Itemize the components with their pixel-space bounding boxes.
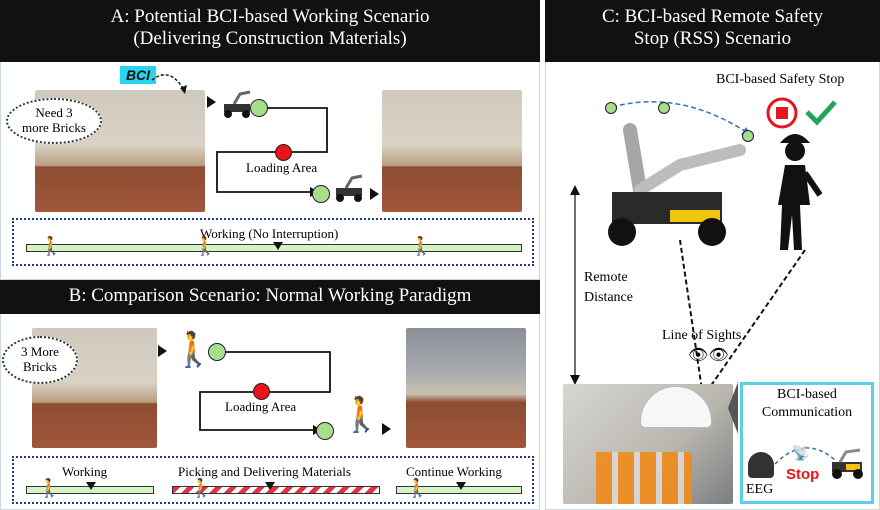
carrying-worker-icon: 🚶 — [340, 397, 383, 434]
lines-of-sight — [679, 239, 806, 391]
panel-b-header: B: Comparison Scenario: Normal Working P… — [0, 280, 540, 314]
worker-icon-a2: 🚶 — [194, 236, 217, 256]
safety-stop-label: BCI-based Safety Stop — [716, 72, 845, 87]
eyes-icon: 👁👁 — [688, 347, 729, 364]
timeline-b-working-label: Working — [62, 464, 108, 479]
loading-area-dot — [275, 144, 292, 161]
timeline-b-marker-1 — [86, 482, 96, 490]
panel-a-title-line1: A: Potential BCI-based Working Scenario — [110, 6, 430, 27]
worker-icon-b3: 🚶 — [406, 478, 429, 498]
arrow-to-worker — [158, 345, 167, 357]
panel-c-title-line1: C: BCI-based Remote Safety — [601, 6, 824, 27]
arrow-to-continue — [382, 423, 391, 435]
loading-area-label-b: Loading Area — [225, 399, 297, 414]
stop-button-icon — [766, 97, 798, 129]
checkmark-icon — [805, 100, 837, 126]
panel-c-header: C: BCI-based Remote Safety Stop (RSS) Sc… — [545, 0, 880, 62]
small-robot-icon — [832, 448, 863, 479]
timeline-b-picking-label: Picking and Delivering Materials — [178, 464, 351, 479]
timeline-b-bar-picking — [172, 486, 380, 494]
more-bricks-cloud: 3 More Bricks — [2, 336, 78, 384]
timeline-b-continue-label: Continue Working — [406, 464, 502, 479]
worker-continue-photo — [406, 328, 526, 448]
panel-c-title-line2: Stop (RSS) Scenario — [633, 27, 792, 49]
bci-curved-arrow — [151, 74, 187, 94]
robot-delivering-photo — [382, 90, 522, 212]
worker-icon-b1: 🚶 — [38, 478, 61, 498]
stop-label: Stop — [786, 466, 820, 483]
safety-worker-icon — [778, 134, 823, 250]
timeline-b — [12, 456, 534, 504]
trajectory-dot-1 — [605, 102, 617, 114]
robot-bottom-icon — [336, 174, 363, 202]
timeline-b-marker-2 — [265, 482, 275, 490]
bci-tag: BCI — [120, 66, 156, 84]
worker-icon-a3: 🚶 — [410, 236, 433, 256]
timeline-a — [12, 218, 534, 266]
mobile-manipulator-robot — [608, 123, 746, 246]
end-dot — [312, 185, 330, 203]
timeline-a-label: Working (No Interruption) — [200, 226, 339, 241]
antenna-icon: 📡 — [792, 447, 810, 462]
arrow-to-delivery — [370, 188, 379, 200]
eeg-label: EEG — [746, 482, 774, 497]
trajectory-dot-2 — [658, 102, 670, 114]
comm-pointer — [728, 382, 738, 434]
panel-a-header: A: Potential BCI-based Working Scenario … — [0, 0, 540, 62]
worker-icon-b2: 🚶 — [190, 478, 213, 498]
robot-top-icon — [224, 90, 251, 118]
end-dot-b — [316, 422, 334, 440]
loading-area-label-a: Loading Area — [246, 160, 318, 175]
need-bricks-cloud: Need 3 more Bricks — [6, 98, 102, 144]
remote-distance-arrow — [570, 185, 580, 385]
trajectory-dot-3 — [742, 130, 754, 142]
loading-area-dot-b — [253, 383, 270, 400]
comm-dashed-arc — [774, 447, 836, 465]
timeline-a-marker — [273, 242, 283, 250]
panel-a-title-line2: (Delivering Construction Materials) — [133, 27, 407, 49]
comm-title: BCI-based Communication — [761, 387, 853, 421]
arrow-to-robot — [207, 96, 216, 108]
remote-distance-label: Remote Distance — [584, 270, 633, 306]
timeline-b-marker-3 — [456, 482, 466, 490]
walking-worker-icon: 🚶 — [172, 332, 215, 369]
line-of-sights-label: Line of Sights — [662, 328, 742, 343]
safety-vest-shape — [596, 452, 692, 504]
worker-icon-a1: 🚶 — [40, 236, 63, 256]
eeg-cap-icon — [748, 452, 774, 478]
comm-box — [740, 382, 874, 504]
